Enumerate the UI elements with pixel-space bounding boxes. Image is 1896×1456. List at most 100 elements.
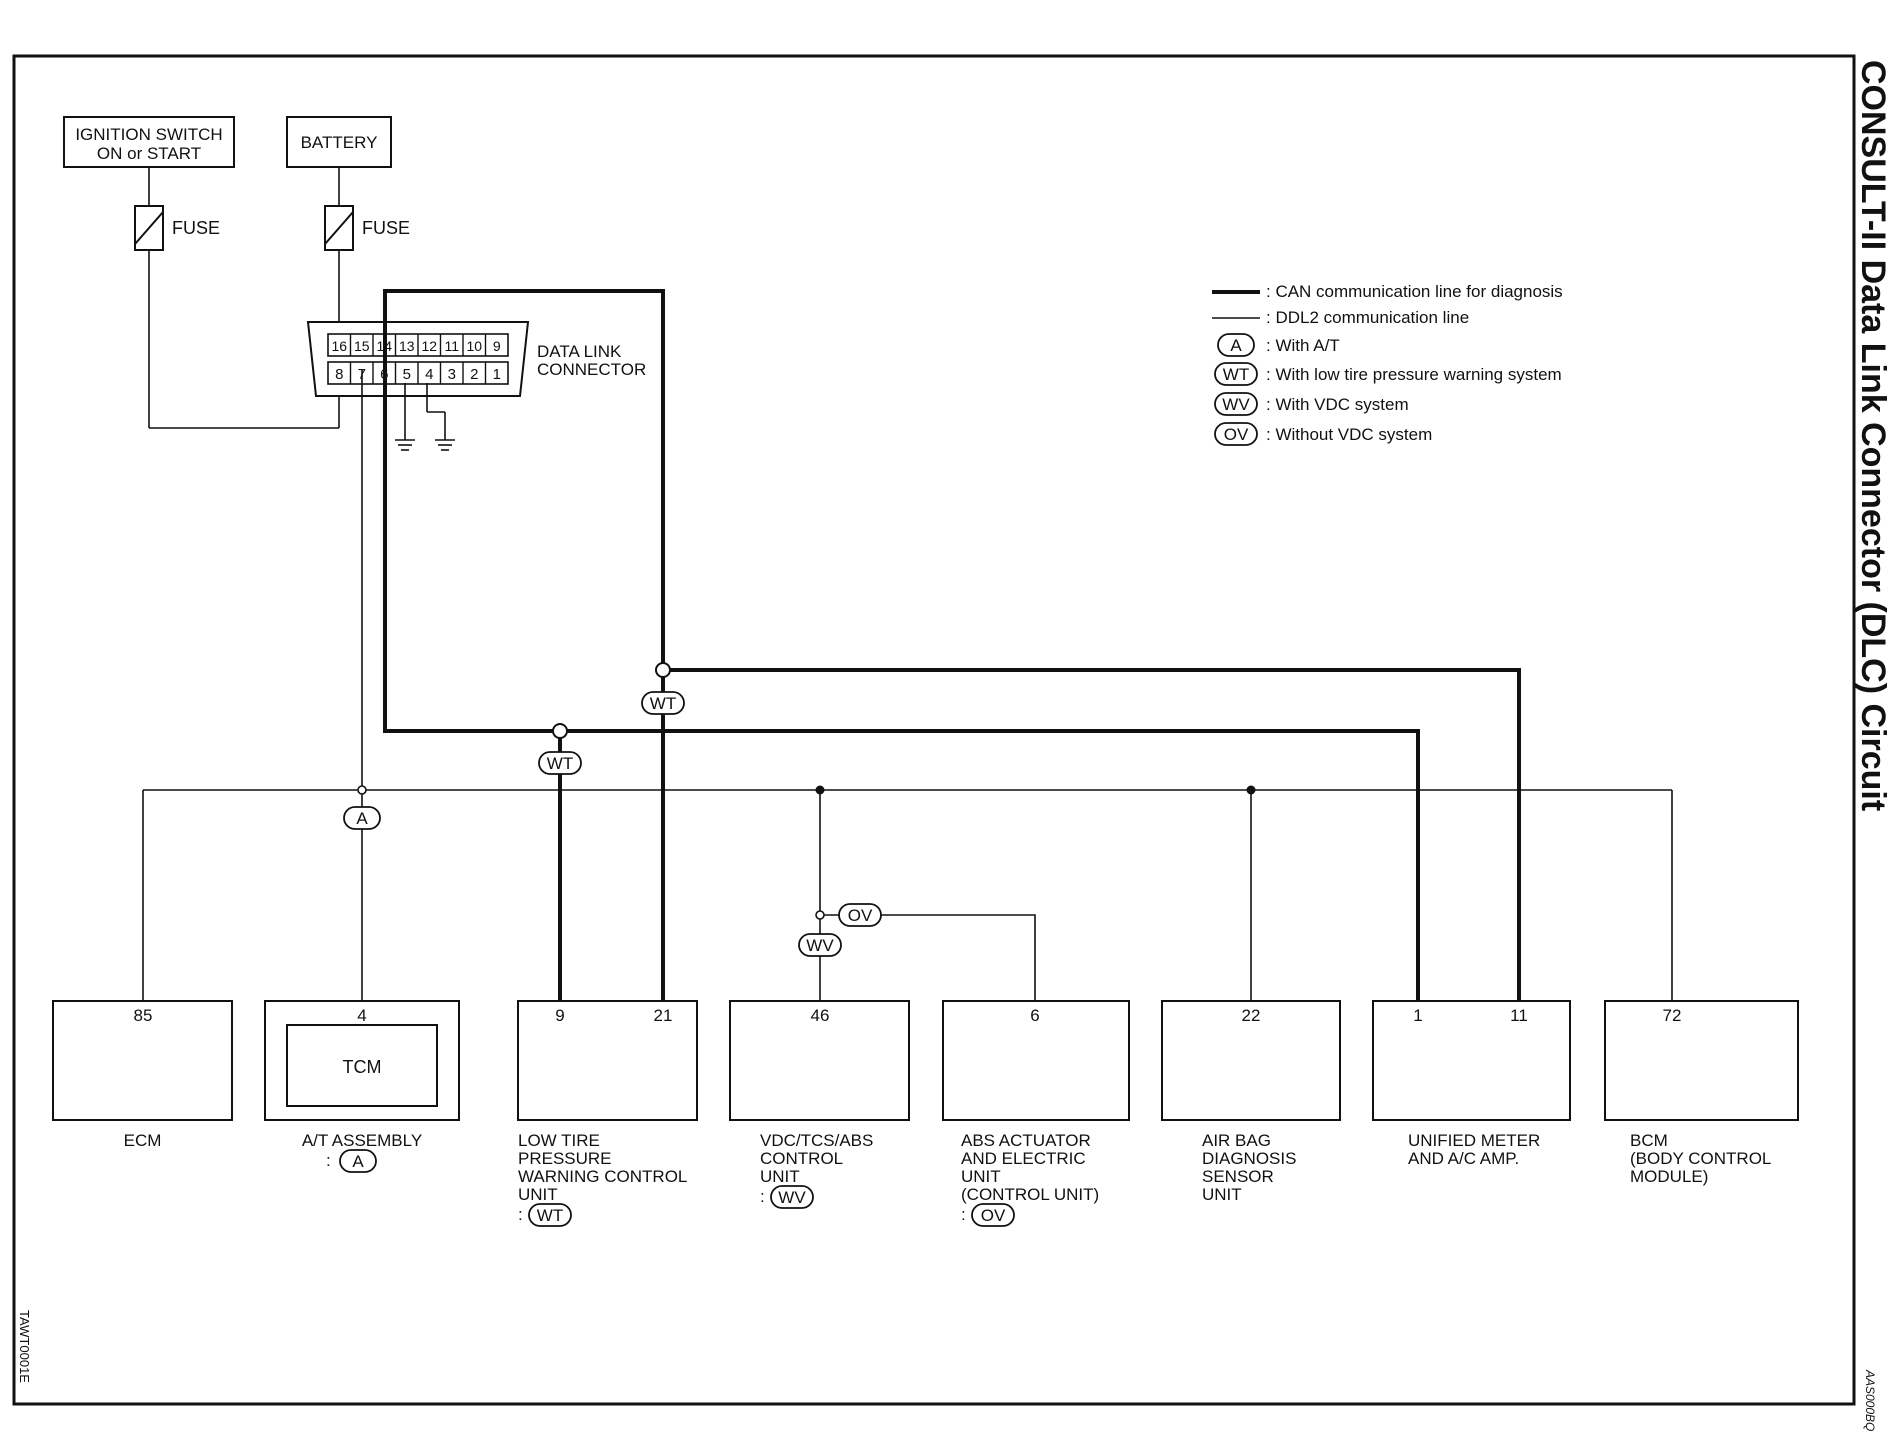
legend-text: : CAN communication line for diagnosis: [1266, 282, 1563, 301]
fuse-label: FUSE: [172, 218, 220, 238]
dlc-pin: 10: [466, 338, 482, 354]
dlc-pin: 8: [335, 366, 343, 383]
dlc-pin: 3: [448, 366, 456, 383]
module-name: UNIT: [961, 1167, 1001, 1186]
junction-open: [552, 723, 568, 739]
option-badge-label: OV: [1224, 425, 1249, 444]
fuse-battery: FUSE: [324, 205, 410, 251]
module-name: ECM: [124, 1131, 162, 1150]
legend-text: : Without VDC system: [1266, 425, 1432, 444]
module-pin: 85: [134, 1006, 153, 1025]
module-pin: 6: [1030, 1006, 1039, 1025]
option-badge: OV: [971, 1203, 1015, 1227]
module-name: (CONTROL UNIT): [961, 1185, 1099, 1204]
dlc-pin: 9: [493, 338, 501, 354]
option-badge-label: A: [356, 809, 368, 828]
junction-open: [357, 785, 367, 795]
legend: : CAN communication line for diagnosis : …: [1212, 282, 1563, 446]
module-inner-label: TCM: [343, 1057, 382, 1077]
dlc-pin: 11: [444, 338, 459, 354]
option-badge-label: A: [1230, 336, 1242, 355]
dlc-pin: 5: [403, 366, 411, 383]
module-name: AND A/C AMP.: [1408, 1149, 1519, 1168]
option-badge: WT: [641, 691, 685, 715]
module-name: SENSOR: [1202, 1167, 1274, 1186]
ignition-label-2: ON or START: [97, 144, 201, 163]
module-name: (BODY CONTROL: [1630, 1149, 1771, 1168]
module-name: WARNING CONTROL: [518, 1167, 687, 1186]
module-name: BCM: [1630, 1131, 1668, 1150]
option-badge: WV: [770, 1185, 814, 1209]
option-badge-label: WV: [778, 1188, 806, 1207]
option-badge-label: WV: [1222, 395, 1250, 414]
option-badge: WV: [1214, 392, 1258, 416]
dlc-pin: 4: [425, 366, 433, 383]
option-badge-label: WT: [537, 1206, 563, 1225]
option-badge: OV: [1214, 422, 1258, 446]
junctions: [357, 662, 1256, 920]
dlc-pin: 15: [354, 338, 370, 354]
ddl2-lines: [142, 370, 1673, 1001]
module-pin: 22: [1242, 1006, 1261, 1025]
module-name: VDC/TCS/ABS: [760, 1131, 873, 1150]
module-name: LOW TIRE: [518, 1131, 600, 1150]
ground-symbols: [395, 383, 455, 451]
dlc-pin: 1: [493, 366, 501, 383]
module-pin: 1: [1413, 1006, 1422, 1025]
legend-text: : DDL2 communication line: [1266, 308, 1469, 327]
junction-open: [815, 910, 825, 920]
option-badge: WT: [1214, 362, 1258, 386]
doc-code: AAS000BQ: [1863, 1369, 1877, 1431]
module-pin: 72: [1663, 1006, 1682, 1025]
junction-solid: [815, 785, 825, 795]
legend-text: : With low tire pressure warning system: [1266, 365, 1562, 384]
junction-solid: [1246, 785, 1256, 795]
dlc-label-2: CONNECTOR: [537, 360, 646, 379]
module-name: MODULE): [1630, 1167, 1708, 1186]
page-frame: [12, 54, 1856, 1406]
module-pin: 4: [357, 1006, 366, 1025]
wire-option-badges: WT WT A OV WV: [343, 691, 882, 957]
module-name: PRESSURE: [518, 1149, 612, 1168]
module-name: AIR BAG: [1202, 1131, 1271, 1150]
module-name: AND ELECTRIC: [961, 1149, 1086, 1168]
option-badge: A: [343, 806, 381, 830]
option-badge: WT: [528, 1203, 572, 1227]
ignition-switch-box: IGNITION SWITCH ON or START: [63, 116, 235, 168]
dlc-pin: 2: [470, 366, 478, 383]
option-badge-label: WV: [806, 936, 834, 955]
option-badge: A: [339, 1149, 377, 1173]
ignition-label-1: IGNITION SWITCH: [75, 125, 222, 144]
option-badge-label: WT: [547, 754, 573, 773]
module-pin: 11: [1510, 1006, 1528, 1025]
dlc-pin: 12: [421, 338, 437, 354]
module-option-colon: :: [326, 1151, 331, 1170]
option-badge-label: WT: [650, 694, 676, 713]
dlc-pin: 13: [399, 338, 415, 354]
page-title: CONSULT-II Data Link Connector (DLC) Cir…: [1854, 60, 1892, 811]
module-pin: 46: [811, 1006, 830, 1025]
dlc-pin: 16: [331, 338, 347, 354]
option-badge-label: WT: [1223, 365, 1249, 384]
module-name: DIAGNOSIS: [1202, 1149, 1296, 1168]
module-option-colon: :: [760, 1187, 765, 1206]
can-lines: [383, 289, 1521, 1001]
option-badge-label: OV: [848, 906, 873, 925]
battery-label: BATTERY: [301, 133, 378, 152]
dlc-label-1: DATA LINK: [537, 342, 622, 361]
module-pin: 21: [654, 1006, 673, 1025]
module-name: A/T ASSEMBLY: [302, 1131, 422, 1150]
option-badge-label: OV: [981, 1206, 1006, 1225]
fuse-label: FUSE: [362, 218, 410, 238]
module-name: UNIFIED METER: [1408, 1131, 1540, 1150]
legend-text: : With A/T: [1266, 336, 1340, 355]
power-wires: [148, 167, 340, 429]
